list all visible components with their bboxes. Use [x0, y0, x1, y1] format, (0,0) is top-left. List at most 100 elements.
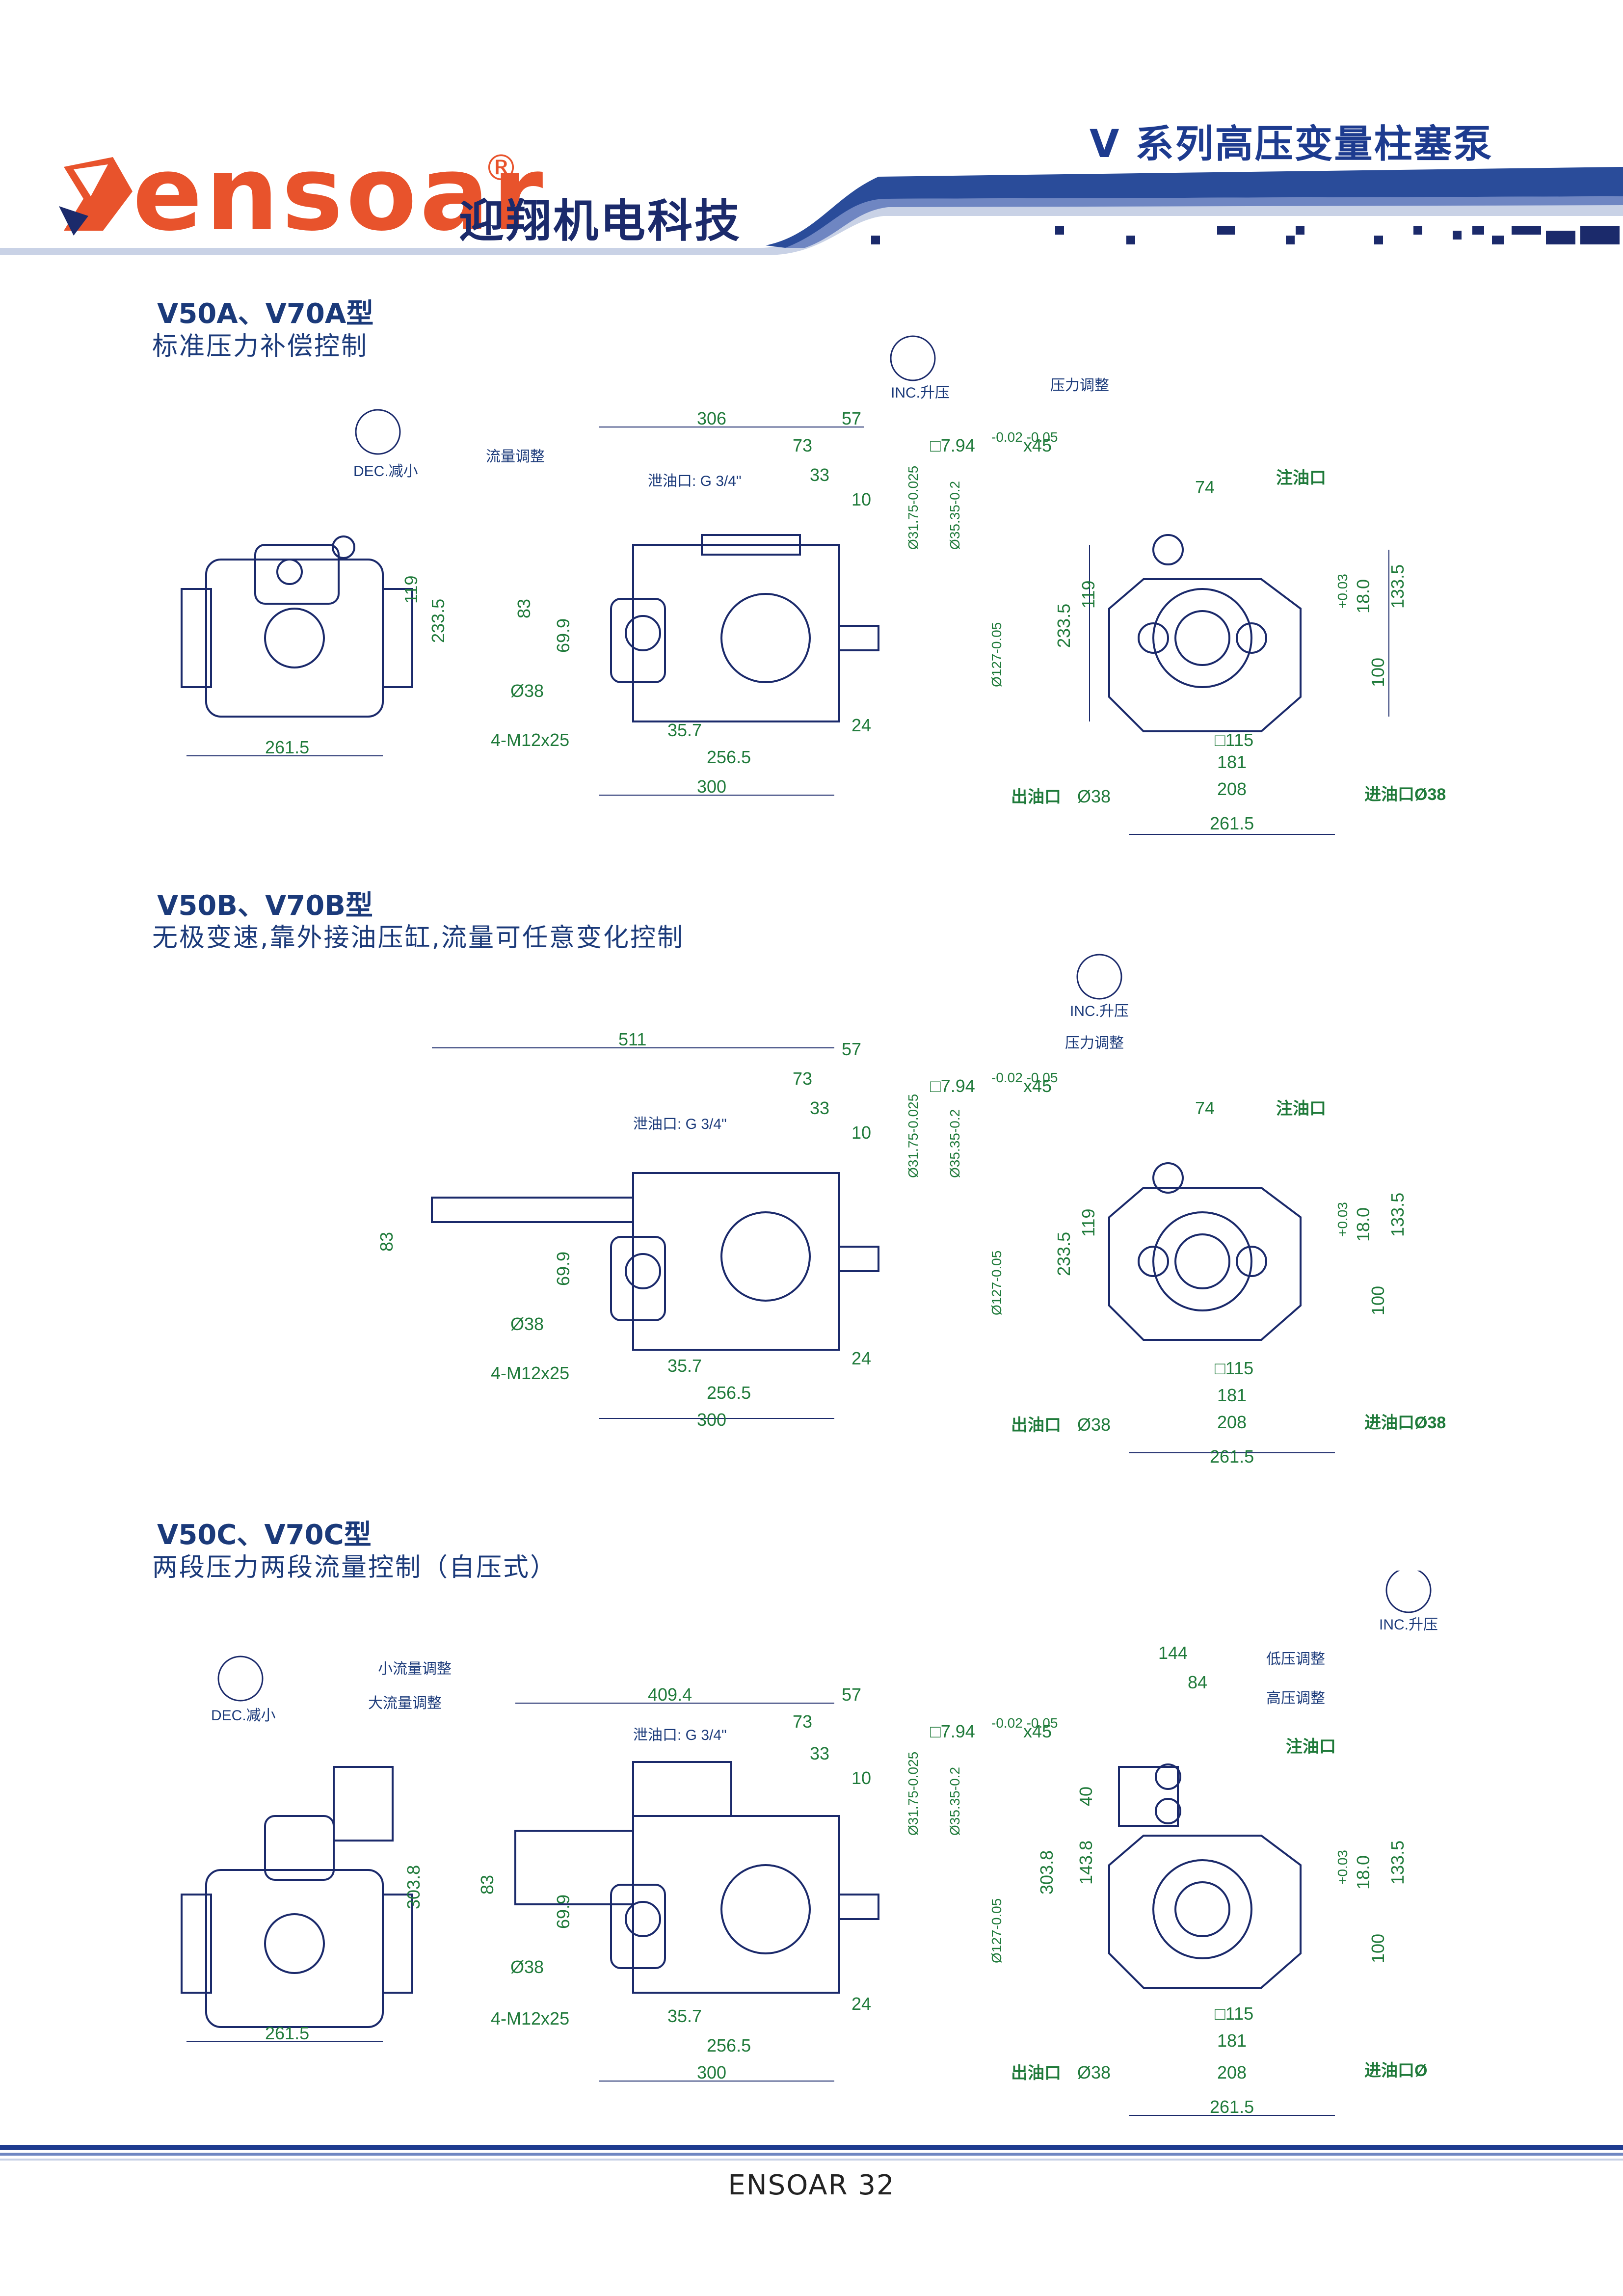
section-a-title: V50A、V70A型 [157, 298, 374, 330]
side-top-c: 409.4 [648, 1684, 692, 1705]
d33: 33 [810, 465, 829, 485]
footer-rule [0, 2145, 1623, 2161]
d2565: 256.5 [707, 747, 751, 767]
dec-rotation-icon [355, 409, 401, 455]
front-view-c [181, 1766, 413, 2028]
d10-b: 10 [851, 1122, 871, 1143]
fill-port-label-c: 注油口 [1286, 1737, 1336, 1756]
d73-b: 73 [793, 1068, 812, 1089]
r1438-c: 143.8 [1076, 1841, 1096, 1885]
high-pressure-label: 高压调整 [1266, 1690, 1325, 1707]
r180-b: 18.0 [1353, 1207, 1373, 1242]
d33-c: 33 [810, 1743, 829, 1763]
shaft-b-b: Ø35.35-0.2 [947, 1109, 962, 1178]
inc-label-c: INC.升压 [1379, 1617, 1438, 1633]
r1335-c: 133.5 [1387, 1841, 1408, 1885]
pilot-dia-c: Ø127-0.05 [989, 1898, 1004, 1963]
tol-label-b: +0.03 [1335, 1202, 1350, 1237]
d699-c: 69.9 [553, 1895, 573, 1929]
port-dia-label-c: Ø38 [510, 1957, 544, 1977]
bolts-label-b: 4-M12x25 [491, 1363, 569, 1383]
r100-c: 100 [1368, 1934, 1388, 1963]
r2615-b: 261.5 [1210, 1446, 1254, 1467]
d2565-c: 256.5 [707, 2035, 751, 2056]
outlet-dia: Ø38 [1077, 786, 1111, 806]
d83-b: 83 [376, 1232, 397, 1252]
drain-label: 泄油口: G 3/4" [648, 473, 742, 489]
pressure-adjust-label: 压力调整 [1050, 377, 1109, 394]
r100-b: 100 [1368, 1286, 1388, 1315]
drain-label-b: 泄油口: G 3/4" [633, 1116, 727, 1132]
large-flow-label: 大流量调整 [368, 1695, 442, 1711]
inc-rotation-icon-c [1385, 1571, 1432, 1613]
r2335-b: 233.5 [1054, 1232, 1074, 1276]
pressure-adjust-label-b: 压力调整 [1065, 1035, 1124, 1051]
sq115-label: □115 [1215, 730, 1253, 750]
d24-c: 24 [851, 1994, 871, 2014]
outlet-label: 出油口 [1011, 788, 1061, 806]
key-label-c: □7.94 [930, 1721, 975, 1741]
section-c-title: V50C、V70C型 [157, 1519, 372, 1551]
r3038-c: 303.8 [1037, 1850, 1057, 1895]
r2335: 233.5 [1054, 604, 1074, 648]
key-len-c: x45 [1023, 1721, 1052, 1741]
d357-b: 35.7 [667, 1356, 702, 1376]
rear-view-c [1108, 1763, 1302, 1989]
side-top: 306 [697, 408, 726, 428]
dec-label-c: DEC.减小 [211, 1708, 276, 1724]
d83: 83 [514, 599, 534, 618]
sq115-label-c: □115 [1215, 2003, 1253, 2024]
key-tol-b: -0.02 -0.05 [991, 1070, 1058, 1085]
inc-rotation-icon-b [1076, 954, 1122, 1000]
r144-c: 144 [1158, 1643, 1188, 1663]
d57-c: 57 [842, 1684, 861, 1705]
shaft-b: Ø35.35-0.2 [947, 481, 962, 550]
r181-b: 181 [1217, 1385, 1247, 1405]
d24-b: 24 [851, 1348, 871, 1368]
drain-label-c: 泄油口: G 3/4" [633, 1727, 727, 1743]
pilot-dia-b: Ø127-0.05 [989, 1251, 1004, 1315]
bolts-label: 4-M12x25 [491, 730, 569, 750]
r181: 181 [1217, 752, 1247, 772]
d33-b: 33 [810, 1098, 829, 1118]
r1335-b: 133.5 [1387, 1193, 1408, 1237]
inlet-label: 进油口Ø38 [1364, 785, 1446, 804]
registered-mark: ® [483, 147, 519, 188]
d83-c: 83 [477, 1875, 497, 1895]
front-h-c: 303.8 [403, 1865, 424, 1909]
section-a-subtitle: 标准压力补偿控制 [152, 332, 369, 361]
company-name: 迎翔机电科技 [459, 195, 742, 247]
r208-b: 208 [1217, 1412, 1247, 1432]
header-band [0, 157, 1623, 255]
d57: 57 [842, 408, 861, 428]
sq115-label-b: □115 [1215, 1358, 1253, 1378]
key-tol-c: -0.02 -0.05 [991, 1715, 1058, 1731]
dec-rotation-icon-c [217, 1655, 264, 1702]
side-view-b [431, 1172, 879, 1351]
key-len-b: x45 [1023, 1076, 1052, 1096]
d10: 10 [851, 489, 871, 509]
inc-label: INC.升压 [891, 385, 950, 401]
r40-c: 40 [1076, 1787, 1096, 1806]
d2565-b: 256.5 [707, 1383, 751, 1403]
r181-c: 181 [1217, 2030, 1247, 2051]
front-view-a [181, 535, 413, 718]
d24: 24 [851, 715, 871, 735]
fill-port-label-b: 注油口 [1276, 1099, 1326, 1118]
rear-view-a [1108, 534, 1302, 732]
inlet-label-c: 进油口Ø [1364, 2061, 1427, 2080]
r208: 208 [1217, 779, 1247, 799]
r100: 100 [1368, 658, 1388, 687]
r2615-c: 261.5 [1210, 2097, 1254, 2117]
tol-label: +0.03 [1335, 574, 1350, 609]
tol-label-c: +0.03 [1335, 1850, 1350, 1885]
key-len: x45 [1023, 435, 1052, 455]
d300: 300 [697, 776, 726, 797]
brand-logo: ensoar [133, 133, 546, 254]
d10-c: 10 [851, 1768, 871, 1788]
side-top-b: 511 [618, 1029, 646, 1049]
shaft-b-c: Ø35.35-0.2 [947, 1767, 962, 1836]
logo-emblem-icon [59, 157, 133, 236]
d357: 35.7 [667, 720, 702, 740]
shaft-a-c: Ø31.75-0.025 [905, 1752, 921, 1836]
